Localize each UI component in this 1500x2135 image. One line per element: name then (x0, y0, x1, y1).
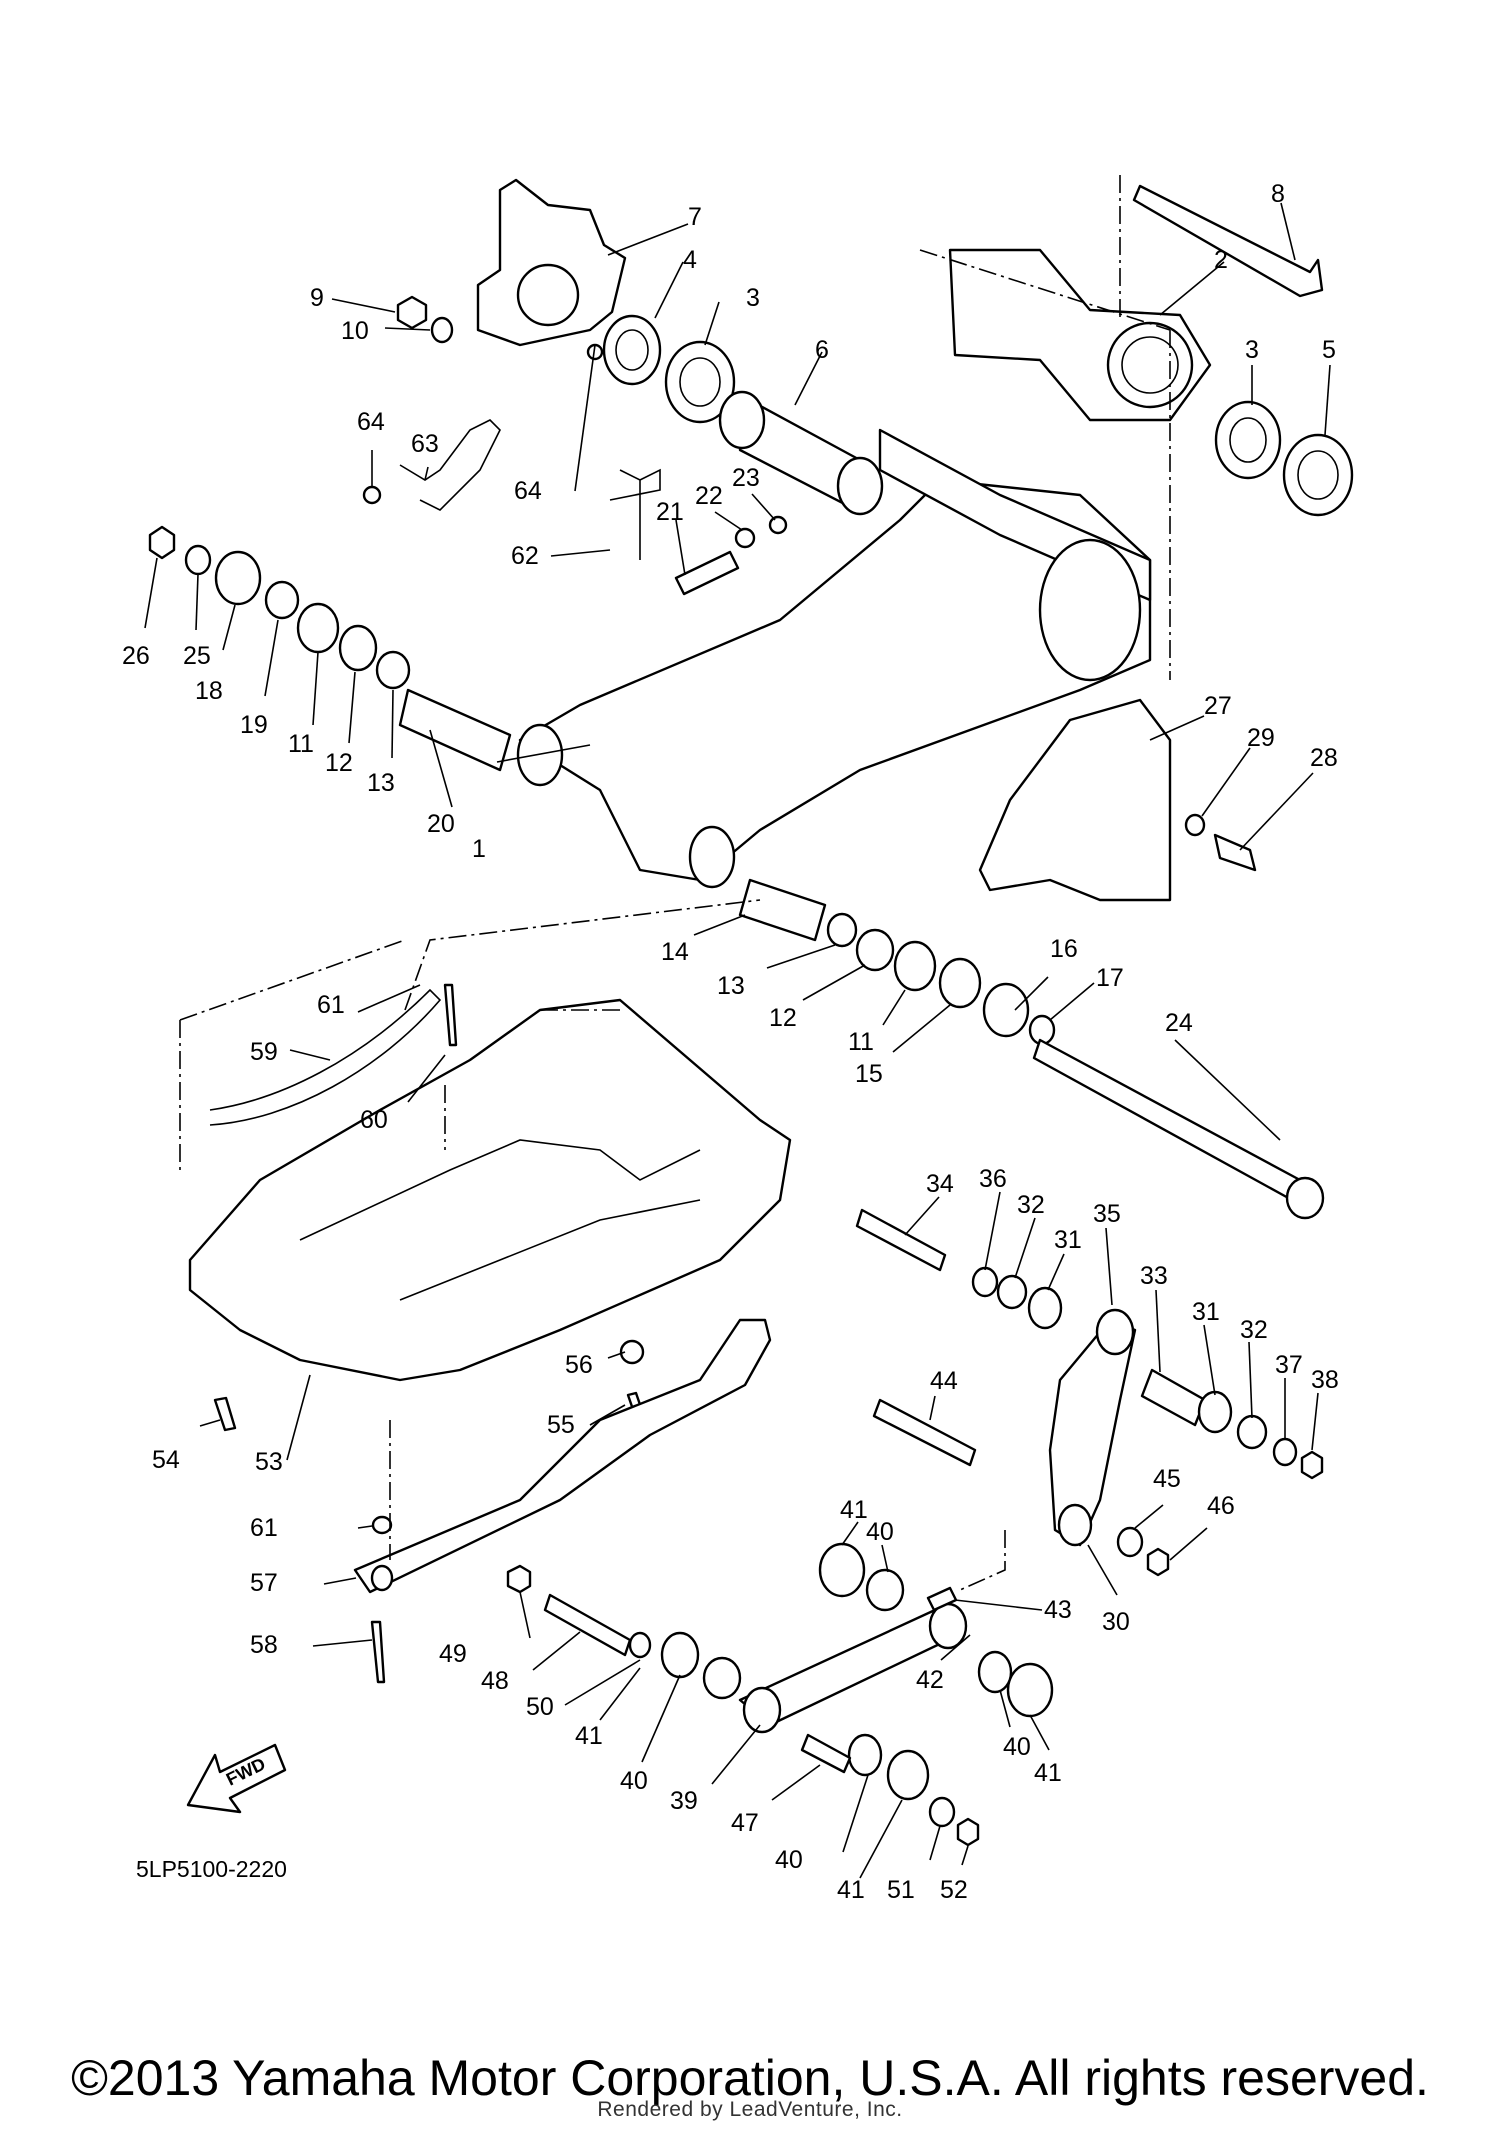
callout-41: 41 (1034, 1759, 1062, 1787)
callout-48: 48 (481, 1667, 509, 1695)
callout-32: 32 (1017, 1191, 1045, 1219)
callout-46: 46 (1207, 1492, 1235, 1520)
callout-40: 40 (775, 1846, 803, 1874)
callout-56: 56 (565, 1351, 593, 1379)
callout-59: 59 (250, 1038, 278, 1066)
callout-49: 49 (439, 1640, 467, 1668)
callout-51: 51 (887, 1876, 915, 1904)
callout-27: 27 (1204, 692, 1232, 720)
callout-20: 20 (427, 810, 455, 838)
callout-57: 57 (250, 1569, 278, 1597)
callout-63: 63 (411, 430, 439, 458)
callout-40: 40 (866, 1518, 894, 1546)
callout-52: 52 (940, 1876, 968, 1904)
callout-2: 2 (1214, 246, 1228, 274)
callout-12: 12 (325, 749, 353, 777)
callout-53: 53 (255, 1448, 283, 1476)
callout-38: 38 (1311, 1366, 1339, 1394)
callout-41: 41 (837, 1876, 865, 1904)
callout-numbers: 1 2 3 3 4 5 6 7 8 9 10 11 11 12 12 13 13… (122, 180, 1339, 1904)
callout-32: 32 (1240, 1316, 1268, 1344)
callout-10: 10 (341, 317, 369, 345)
callout-37: 37 (1275, 1351, 1303, 1379)
callout-40: 40 (1003, 1733, 1031, 1761)
rendered-by-credit: Rendered by LeadVenture, Inc. (597, 2098, 903, 2121)
callout-9: 9 (310, 284, 324, 312)
callout-31: 31 (1054, 1226, 1082, 1254)
diagram-code: 5LP5100-2220 (136, 1856, 287, 1882)
callout-25: 25 (183, 642, 211, 670)
callout-36: 36 (979, 1165, 1007, 1193)
callout-29: 29 (1247, 724, 1275, 752)
callout-64: 64 (357, 408, 385, 436)
callout-14: 14 (661, 938, 689, 966)
callout-11: 11 (848, 1028, 874, 1056)
callout-33: 33 (1140, 1262, 1168, 1290)
callout-45: 45 (1153, 1465, 1181, 1493)
callout-11: 11 (288, 730, 314, 758)
callout-31: 31 (1192, 1298, 1220, 1326)
callout-30: 30 (1102, 1608, 1130, 1636)
callout-55: 55 (547, 1411, 575, 1439)
callout-39: 39 (670, 1787, 698, 1815)
callout-5: 5 (1322, 336, 1336, 364)
callout-6: 6 (815, 336, 829, 364)
callout-40: 40 (620, 1767, 648, 1795)
callout-21: 21 (656, 498, 684, 526)
callout-8: 8 (1271, 180, 1285, 208)
callout-54: 54 (152, 1446, 180, 1474)
callout-18: 18 (195, 677, 223, 705)
callout-26: 26 (122, 642, 150, 670)
callout-61: 61 (250, 1514, 278, 1542)
callout-28: 28 (1310, 744, 1338, 772)
callout-leader-lines (144, 202, 1331, 1879)
callout-41: 41 (840, 1496, 868, 1524)
callout-62: 62 (511, 542, 539, 570)
callout-16: 16 (1050, 935, 1078, 963)
copyright-notice: ©2013 Yamaha Motor Corporation, U.S.A. A… (71, 2050, 1429, 2106)
callout-58: 58 (250, 1631, 278, 1659)
callout-3: 3 (746, 284, 760, 312)
callout-1: 1 (472, 835, 486, 863)
callout-60: 60 (360, 1106, 388, 1134)
callout-41: 41 (575, 1722, 603, 1750)
callout-15: 15 (855, 1060, 883, 1088)
callout-44: 44 (930, 1367, 958, 1395)
callout-19: 19 (240, 711, 268, 739)
parts-line-art: FWD (148, 175, 1354, 1847)
callout-3: 3 (1245, 336, 1259, 364)
callout-24: 24 (1165, 1009, 1193, 1037)
callout-47: 47 (731, 1809, 759, 1837)
callout-23: 23 (732, 464, 760, 492)
callout-50: 50 (526, 1693, 554, 1721)
callout-34: 34 (926, 1170, 954, 1198)
callout-13: 13 (717, 972, 745, 1000)
callout-64: 64 (514, 477, 542, 505)
callout-22: 22 (695, 482, 723, 510)
callout-61: 61 (317, 991, 345, 1019)
callout-13: 13 (367, 769, 395, 797)
callout-12: 12 (769, 1004, 797, 1032)
callout-35: 35 (1093, 1200, 1121, 1228)
callout-4: 4 (683, 246, 697, 274)
callout-17: 17 (1096, 964, 1124, 992)
callout-7: 7 (688, 203, 702, 231)
callout-43: 43 (1044, 1596, 1072, 1624)
callout-42: 42 (916, 1666, 944, 1694)
